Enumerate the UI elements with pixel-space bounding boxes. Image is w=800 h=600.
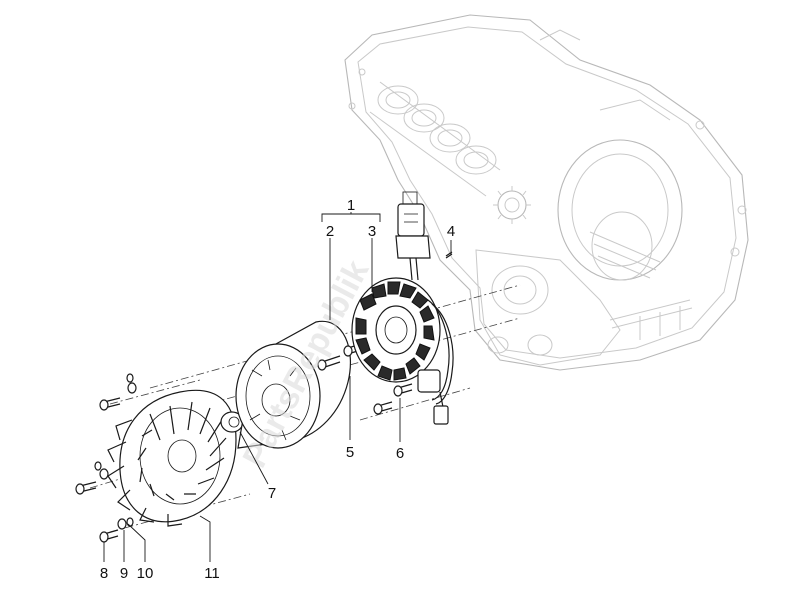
flywheel-rotor[interactable] [235,320,352,449]
callout-5: 5 [346,444,354,461]
callout-3: 3 [368,223,376,240]
screw-pair[interactable] [373,383,413,415]
cooling-fan[interactable] [107,389,237,527]
fan-screw[interactable] [75,397,121,543]
callout-8: 8 [100,565,108,582]
wiring-connector-lower[interactable] [417,369,449,425]
callout-6: 6 [396,445,404,462]
wiring-connector-plug[interactable] [395,191,431,259]
callout-2: 2 [326,223,334,240]
stator-coil[interactable] [351,277,441,383]
callout-11: 11 [204,565,220,582]
fan-spring-washer[interactable] [94,373,134,527]
callout-leader-lines [103,212,452,562]
callout-7: 7 [268,485,276,502]
engine-crankcase-outline [344,14,749,371]
callout-1: 1 [347,197,355,214]
callout-4: 4 [447,223,455,240]
callout-9: 9 [120,565,128,582]
callout-10: 10 [137,565,154,582]
callout-labels: 1 2 3 4 5 6 7 8 9 10 11 [100,197,455,582]
fan-washer[interactable] [99,382,137,530]
